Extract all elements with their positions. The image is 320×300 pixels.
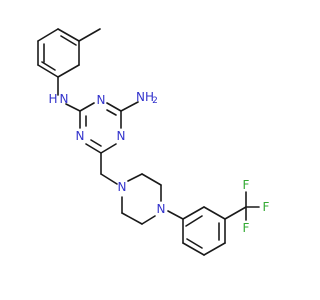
atom-label-nh-hydrogen: H (48, 92, 57, 106)
tolyl-ring (37, 28, 80, 78)
atom-label-piperazine-n-top: N (118, 180, 127, 194)
piperazine-ring (121, 173, 162, 225)
atom-label-nh2-subscript: 2 (152, 96, 158, 106)
atom-label-nh2: NH (136, 90, 154, 104)
atom-label-triazine-n-top: N (97, 93, 106, 107)
molecule-structure: N H NH 2 N N N N N F F F (37, 28, 270, 256)
triazine-nh2-bond (120, 101, 139, 112)
atom-label-f-right: F (263, 200, 270, 214)
n-aryl-bond (167, 210, 184, 220)
nh-triazine-bond (65, 103, 81, 112)
atom-label-piperazine-n-bottom: N (157, 202, 166, 216)
atom-label-f-bottom: F (243, 221, 250, 235)
atom-label-f-top: F (243, 178, 250, 192)
methyl-bond (78, 28, 101, 42)
atom-label-nh-nitrogen: N (60, 92, 69, 106)
atom-label-triazine-n-left: N (76, 129, 85, 143)
ch2-n-bond (100, 173, 118, 185)
atom-label-triazine-n-right: N (117, 129, 126, 143)
triazine-ring (79, 102, 122, 154)
cf3-phenyl-ring (182, 206, 226, 256)
aryl-cf3-bond (224, 206, 247, 220)
